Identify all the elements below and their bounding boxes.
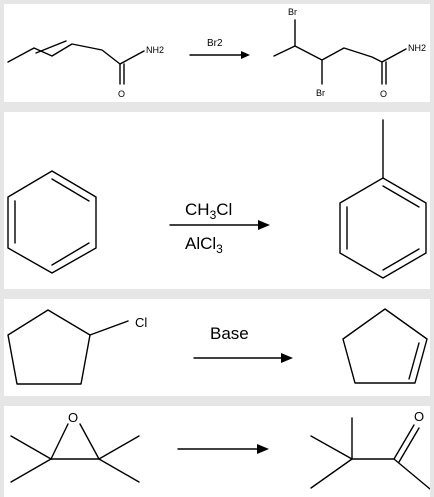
toluene-ring — [339, 177, 427, 279]
chloro-bond — [89, 320, 129, 336]
cyclopentene-double-bond — [408, 342, 420, 380]
reaction-2-reagent-top: CH3Cl — [185, 200, 232, 222]
reactant-1-o-label: O — [118, 89, 125, 99]
benzene-double-bond-2 — [51, 242, 90, 266]
tbutyl-bond-left — [310, 435, 353, 460]
methyl-bond-2 — [10, 458, 52, 483]
product-1-br-top-label: Br — [288, 7, 297, 17]
cyclopentane-ring — [7, 309, 91, 385]
cyclopentene-ring — [342, 308, 428, 384]
reaction-4-arrow — [177, 444, 269, 454]
toluene-double-bond-1 — [382, 185, 420, 208]
ketone-carbonyl-bond-2 — [398, 427, 420, 463]
reaction-2-product-toluene — [339, 119, 427, 279]
methyl-bond-3 — [98, 435, 140, 460]
reactant-1-nh2-label: NH2 — [146, 45, 164, 55]
tbutyl-bond-down — [310, 458, 353, 489]
reaction-4-panel: O O — [4, 406, 430, 497]
reaction-2-reactant-benzene — [7, 170, 97, 274]
reaction-3-product-cyclopentene — [342, 308, 428, 384]
benzene-ring — [7, 170, 97, 274]
reaction-3-arrow — [193, 353, 293, 363]
reaction-4-reactant-epoxide: O — [10, 410, 140, 483]
reactant-4-o-label: O — [68, 410, 78, 425]
product-4-o-label: O — [414, 409, 424, 424]
ketone-methyl-bond — [393, 458, 430, 490]
reaction-1-arrow — [189, 51, 250, 59]
reaction-3-reagent-top: Base — [210, 324, 249, 343]
reactant-1-chain — [7, 43, 121, 85]
reaction-2-reagent-bottom: AlCl3 — [185, 234, 223, 256]
epoxide-co-bond-left — [50, 423, 69, 460]
reaction-1-reagent-top: Br2 — [207, 38, 223, 49]
toluene-double-bond-2 — [382, 248, 420, 271]
reaction-2-arrow — [169, 220, 270, 230]
reaction-1-product: Br Br NH2 O — [273, 7, 426, 99]
epoxide-co-bond-right — [79, 423, 100, 460]
reaction-1-panel: NH2 O Br2 Br Br NH2 O — [4, 4, 430, 102]
reaction-1-reactant: NH2 O — [7, 40, 164, 99]
reaction-3-panel: Cl Base — [4, 299, 430, 396]
reaction-2-panel: CH3Cl AlCl3 — [4, 112, 430, 289]
methyl-bond-4 — [98, 458, 140, 483]
reactant-3-cl-label: Cl — [135, 315, 147, 330]
methyl-bond-1 — [10, 435, 52, 460]
reactant-1-amide-bond — [119, 50, 145, 65]
product-1-amide-bond — [381, 48, 407, 63]
reaction-3-reactant: Cl — [7, 309, 147, 385]
reaction-4-product-ketone: O — [310, 409, 430, 490]
benzene-double-bond-1 — [51, 178, 90, 202]
product-1-nh2-label: NH2 — [408, 43, 426, 53]
product-1-br-bottom-label: Br — [316, 88, 325, 98]
ketone-carbonyl-bond-1 — [393, 424, 415, 460]
reactant-1-double-bond — [35, 40, 67, 54]
product-1-o-label: O — [380, 89, 387, 99]
product-1-chain — [273, 45, 383, 85]
